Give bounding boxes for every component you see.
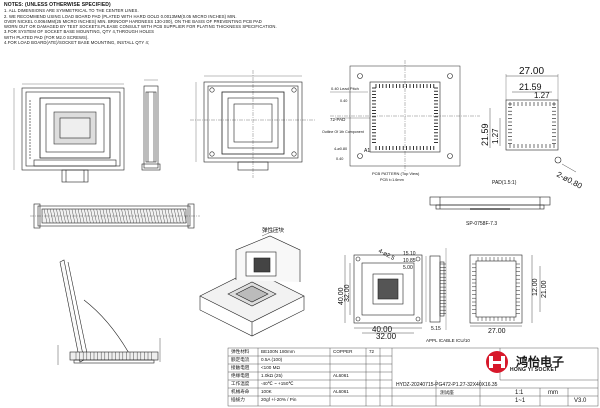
- note-line: 2. WE RECOMMEND USING LOAD BOARD PAD (PL…: [4, 13, 237, 19]
- tb-row-label: 绝缘电阻: [231, 373, 250, 378]
- bottom-dim-c: 40.00: [338, 287, 345, 305]
- bottom-caption: APPL ICABLE ICU/10: [426, 338, 470, 343]
- socket-lid-view: [190, 70, 316, 178]
- tb-material: AL6061: [333, 373, 349, 378]
- pad-hole-dim: 2-ø0.80: [555, 170, 584, 191]
- note-line: 4.FOR LOAD BOARD(ATE)/SOCKET BASE MOUNTI…: [4, 40, 150, 46]
- bottom-dim-a: 40.00: [372, 325, 393, 334]
- tb-row-value: 1.0kΩ (25): [261, 373, 283, 378]
- company-logo: [486, 351, 508, 373]
- note-line: WITH PLATED PAD (FOR M2.0 SCREWS).: [4, 34, 89, 40]
- note-line: 1. ALL DIMENSIONS ARE SYMMETRICAL TO THE…: [4, 8, 139, 14]
- note-line: OVER NICKEL 0.0064MM(25 MICRO INCHES) MI…: [4, 18, 262, 24]
- notes-heading: NOTES: (UNLESS OTHERWISE SPECIFIED): [4, 2, 111, 8]
- bottom-dim-i: 27.00: [488, 328, 506, 335]
- tb-scale: 1:1: [515, 390, 524, 396]
- tb-row-label: 工作温度: [231, 381, 250, 386]
- tb-row-value: 20gf +/-20% / Pin: [261, 397, 297, 402]
- tb-row-label: 额定电流: [231, 357, 250, 362]
- pad-detail-view: 27.00 21.59 1.27 21.59 1.27 2-ø0.80 PAD(…: [480, 66, 584, 191]
- isometric-view: 弹性压块: [199, 226, 305, 337]
- tb-row-value: 100K: [261, 389, 272, 394]
- tb-row-label: 弹性材料: [231, 349, 250, 354]
- pcb-pad-label: 72-PAD: [330, 117, 346, 122]
- pcb-thickness-caption: PCB t=1.6mm: [380, 178, 404, 182]
- tb-row-value: <100 MΩ: [261, 365, 280, 370]
- pcb-pitch-label: 0.40: [336, 157, 343, 161]
- pcb-holes-label: 4-ø0.80: [334, 147, 347, 151]
- bottom-side-view: 15.10 10.85 5.00 5.15 APPL ICABLE ICU/10: [403, 248, 470, 343]
- bottom-dim-g: 10.85: [403, 258, 416, 264]
- company-name-en: HONG YI SOCKET: [510, 367, 558, 373]
- tb-row-value: -40℃ ~ +150℃: [261, 381, 294, 386]
- tb-row-label: 接触电阻: [231, 365, 250, 370]
- tb-row-value: 0.5A (100): [261, 357, 283, 362]
- open-lid-side-view: [57, 259, 161, 365]
- pad-dim-left2: 1.27: [491, 128, 500, 144]
- notes-block: NOTES: (UNLESS OTHERWISE SPECIFIED) 1. A…: [4, 2, 304, 46]
- section-view: [30, 203, 200, 229]
- pad-dim-left1: 21.59: [480, 123, 490, 146]
- note-line: WORN OUT OR DAMAGED BY TEST SOCKETS.PLEA…: [4, 24, 277, 30]
- side-profile-caption: SP-0758F-7.3: [466, 221, 497, 227]
- bottom-dim-d: 32.00: [344, 284, 351, 302]
- pcb-lead-pitch-label: 0.40 Lead Pitch: [331, 86, 359, 91]
- pcb-pattern-view: 0.40 Lead Pitch 72-PAD Outline Of 1th Co…: [322, 60, 480, 182]
- tb-qty: 72: [369, 349, 375, 354]
- pcb-outline-label: Outline Of 1th Component: [322, 130, 364, 134]
- socket-side-view: [141, 79, 161, 171]
- bottom-dim-l: 21.00: [541, 280, 548, 298]
- socket-top-view: [13, 83, 125, 183]
- tb-drawing-number: HYDZ-20240715-PG472-P1.27-32X40X16.35: [396, 382, 498, 388]
- bottom-dim-f: 15.10: [403, 251, 416, 257]
- pad-dim-inner: 21.59: [519, 82, 542, 92]
- pad-caption: PAD(1.5:1): [492, 180, 517, 186]
- tb-row-value: BE100N 180mm: [261, 349, 295, 354]
- tb-material: AL6061: [333, 389, 349, 394]
- pad-dim-small: 1.27: [534, 91, 550, 100]
- note-line: 3.FOR SYSTEM OF SOCKET BASE MOUNTING, QT…: [4, 29, 155, 35]
- pcb-caption: PCB PATTERN (Top View): [372, 171, 420, 176]
- title-block-grid: [227, 347, 599, 407]
- tb-sheet: 1~1: [515, 398, 526, 404]
- tb-material: COPPER: [333, 349, 353, 354]
- pcb-a1-label: A1: [364, 148, 370, 154]
- pcb-pitch-label: 0.40: [340, 99, 347, 103]
- side-profile-view: SP-0758F-7.3: [429, 196, 551, 227]
- bottom-grid-view: 27.00 12.00 21.00: [469, 254, 548, 335]
- bottom-dim-h: 5.00: [403, 265, 413, 271]
- bottom-dim-b: 32.00: [376, 332, 397, 341]
- bottom-dim-k: 12.00: [532, 278, 539, 296]
- company-name-cn: 鸿怡电子: [516, 355, 565, 369]
- tb-row-label: 机械寿命: [231, 389, 250, 394]
- tb-unit: mm: [548, 390, 558, 396]
- tb-test-seat: 测试座: [440, 390, 454, 395]
- bottom-dim-j: 5.15: [431, 326, 441, 332]
- iso-callout: 弹性压块: [262, 226, 285, 234]
- tb-version: V3.0: [574, 398, 587, 404]
- tb-row-label: 插拔力: [231, 397, 245, 402]
- bottom-dim-e: 4-ø2.5: [377, 248, 396, 262]
- pad-dim-top: 27.00: [519, 66, 544, 77]
